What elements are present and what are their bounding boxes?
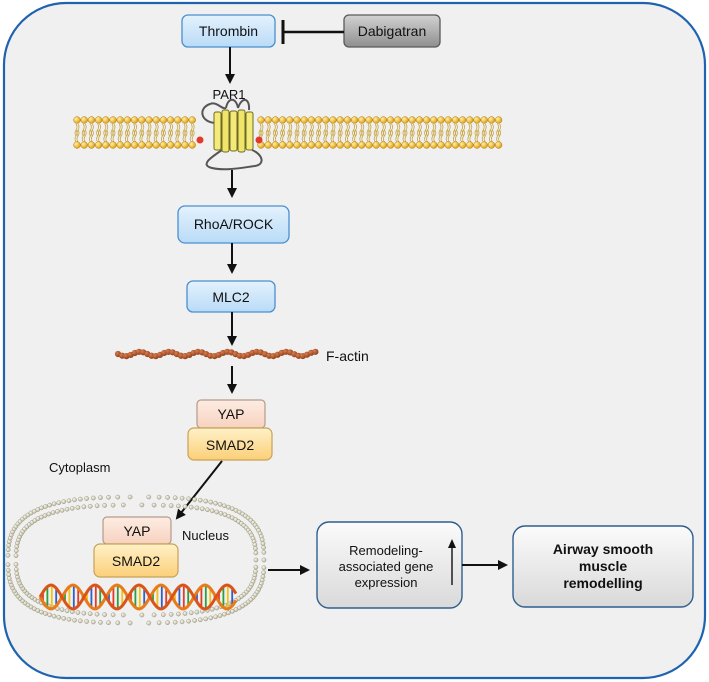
smad2-nucleus-box [93,543,179,578]
par1-label: PAR1 [213,87,246,102]
f-actin-label: F-actin [326,348,369,364]
smad2-nucleus-label: SMAD2 [112,553,160,569]
outcome-line-2: muscle [579,558,627,574]
dabigatran-label: Dabigatran [358,23,427,39]
mlc2-label: MLC2 [212,289,250,305]
rhoa-rock-label: RhoA/ROCK [194,216,274,232]
thrombin-label: Thrombin [199,23,258,39]
f-actin-filament [114,348,319,360]
thrombin-box [181,14,276,48]
dna-helix-icon [38,583,238,611]
par1-receptor-icon [196,98,263,171]
cytoplasm-label: Cytoplasm [49,460,110,475]
nuclear-envelope [5,494,267,626]
smad2-cytoplasm-label: SMAD2 [206,437,254,453]
outcome-line-1: Airway smooth [553,541,653,557]
rhoa-rock-box [177,205,290,244]
yap-nucleus-label: YAP [124,523,151,539]
gene-expression-line-1: Remodeling- [349,543,423,558]
cell-membrane [73,116,503,149]
remodelling-outcome-box [512,525,694,608]
gene-expression-line-2: associated gene [339,559,434,574]
gene-expression-line-3: expression [355,575,418,590]
outcome-line-3: remodelling [563,575,642,591]
yap-cytoplasm-label: YAP [218,406,245,422]
nucleus-label: Nucleus [182,528,229,543]
smad2-cytoplasm-box [187,427,273,461]
